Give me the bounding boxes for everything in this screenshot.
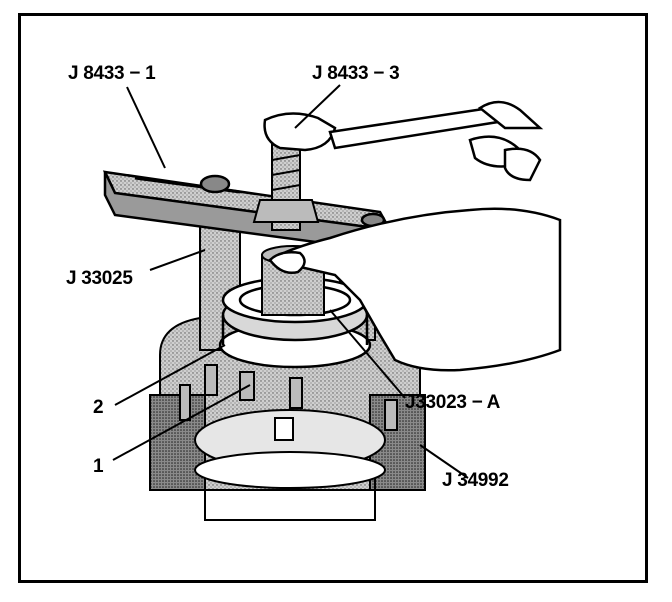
label-j8433-1: J 8433 − 1 (68, 63, 156, 84)
label-j34992: J 34992 (442, 470, 509, 491)
label-item-2: 2 (93, 397, 104, 418)
leader-lines (112, 84, 469, 479)
wrench (263, 100, 544, 152)
label-item-1: 1 (93, 456, 104, 477)
puller-bridge (102, 170, 393, 254)
studs (179, 364, 398, 441)
label-j8433-3: J 8433 − 3 (312, 63, 400, 84)
label-j33023-a: J33023 − A (405, 392, 501, 413)
hand (266, 135, 562, 372)
label-j33025: J 33025 (66, 268, 133, 289)
